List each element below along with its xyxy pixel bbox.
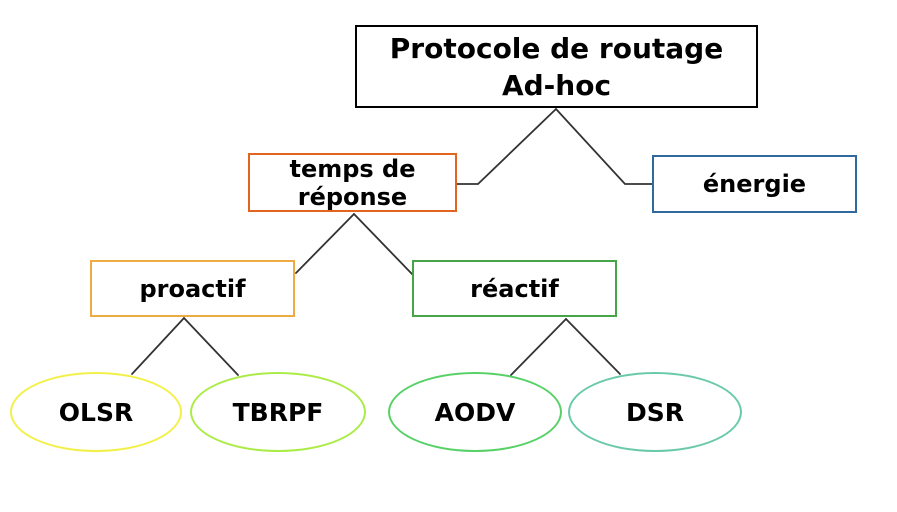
edge-temps-reactif	[353, 213, 413, 275]
edge-reactif-aodv	[510, 318, 567, 376]
edge-temps-proactif	[295, 213, 355, 274]
node-label: DSR	[625, 397, 684, 427]
node-label: OLSR	[58, 397, 134, 427]
node-label: AODV	[434, 397, 516, 427]
node-label: TBRPF	[232, 397, 324, 427]
node-reactif: réactif	[412, 260, 617, 317]
node-label: réactif	[470, 274, 559, 303]
edge-proactif-tbrpf	[183, 317, 239, 376]
node-label: proactif	[139, 274, 246, 303]
node-label: énergie	[702, 170, 807, 198]
node-energie: énergie	[652, 155, 857, 213]
node-proactif: proactif	[90, 260, 295, 317]
edge-proactif-olsr	[131, 317, 185, 375]
node-dsr: DSR	[568, 372, 742, 452]
node-label: Protocole de routage Ad-hoc	[389, 31, 724, 102]
edge-root-temps	[454, 108, 557, 185]
node-tbrpf: TBRPF	[190, 372, 366, 452]
node-olsr: OLSR	[10, 372, 182, 452]
node-protocole-routage-adhoc: Protocole de routage Ad-hoc	[355, 25, 758, 108]
edge-reactif-dsr	[565, 318, 621, 375]
node-temps-de-reponse: temps de réponse	[248, 153, 457, 212]
edge-root-energie	[555, 108, 653, 185]
node-aodv: AODV	[388, 372, 562, 452]
node-label: temps de réponse	[289, 154, 416, 211]
